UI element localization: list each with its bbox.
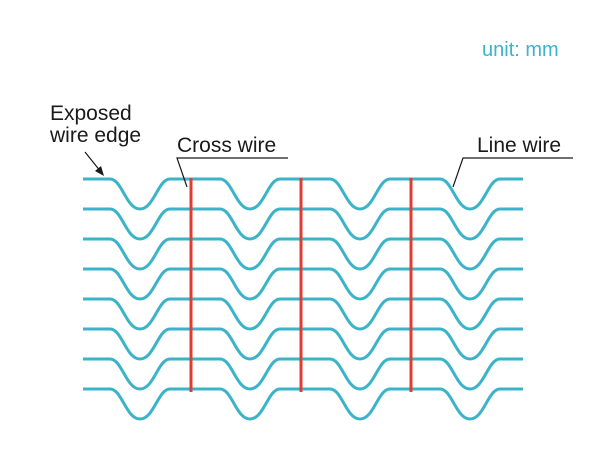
line-wire (83, 357, 523, 391)
leader-lines-group (84, 151, 573, 188)
line-wire (83, 387, 523, 421)
line-wire-label: Line wire (477, 134, 562, 157)
unit-label: unit: mm (482, 39, 559, 61)
line-wire (83, 267, 523, 301)
line-wire (83, 297, 523, 331)
cross-wire-label: Cross wire (177, 134, 277, 157)
line-wire (83, 327, 523, 361)
line-wire (83, 177, 523, 211)
line-wires-group (83, 177, 523, 421)
cross-wires-group (189, 178, 413, 392)
line-wire (83, 237, 523, 271)
exposed-wire-edge-label-line1: Exposed (50, 102, 132, 125)
line-wire (83, 207, 523, 241)
exposed-wire-edge-label-line2: wire edge (50, 124, 142, 147)
exposed-edge-arrowhead (95, 166, 104, 176)
line-wire-leader (452, 157, 573, 188)
cross-wire-leader (176, 157, 288, 188)
